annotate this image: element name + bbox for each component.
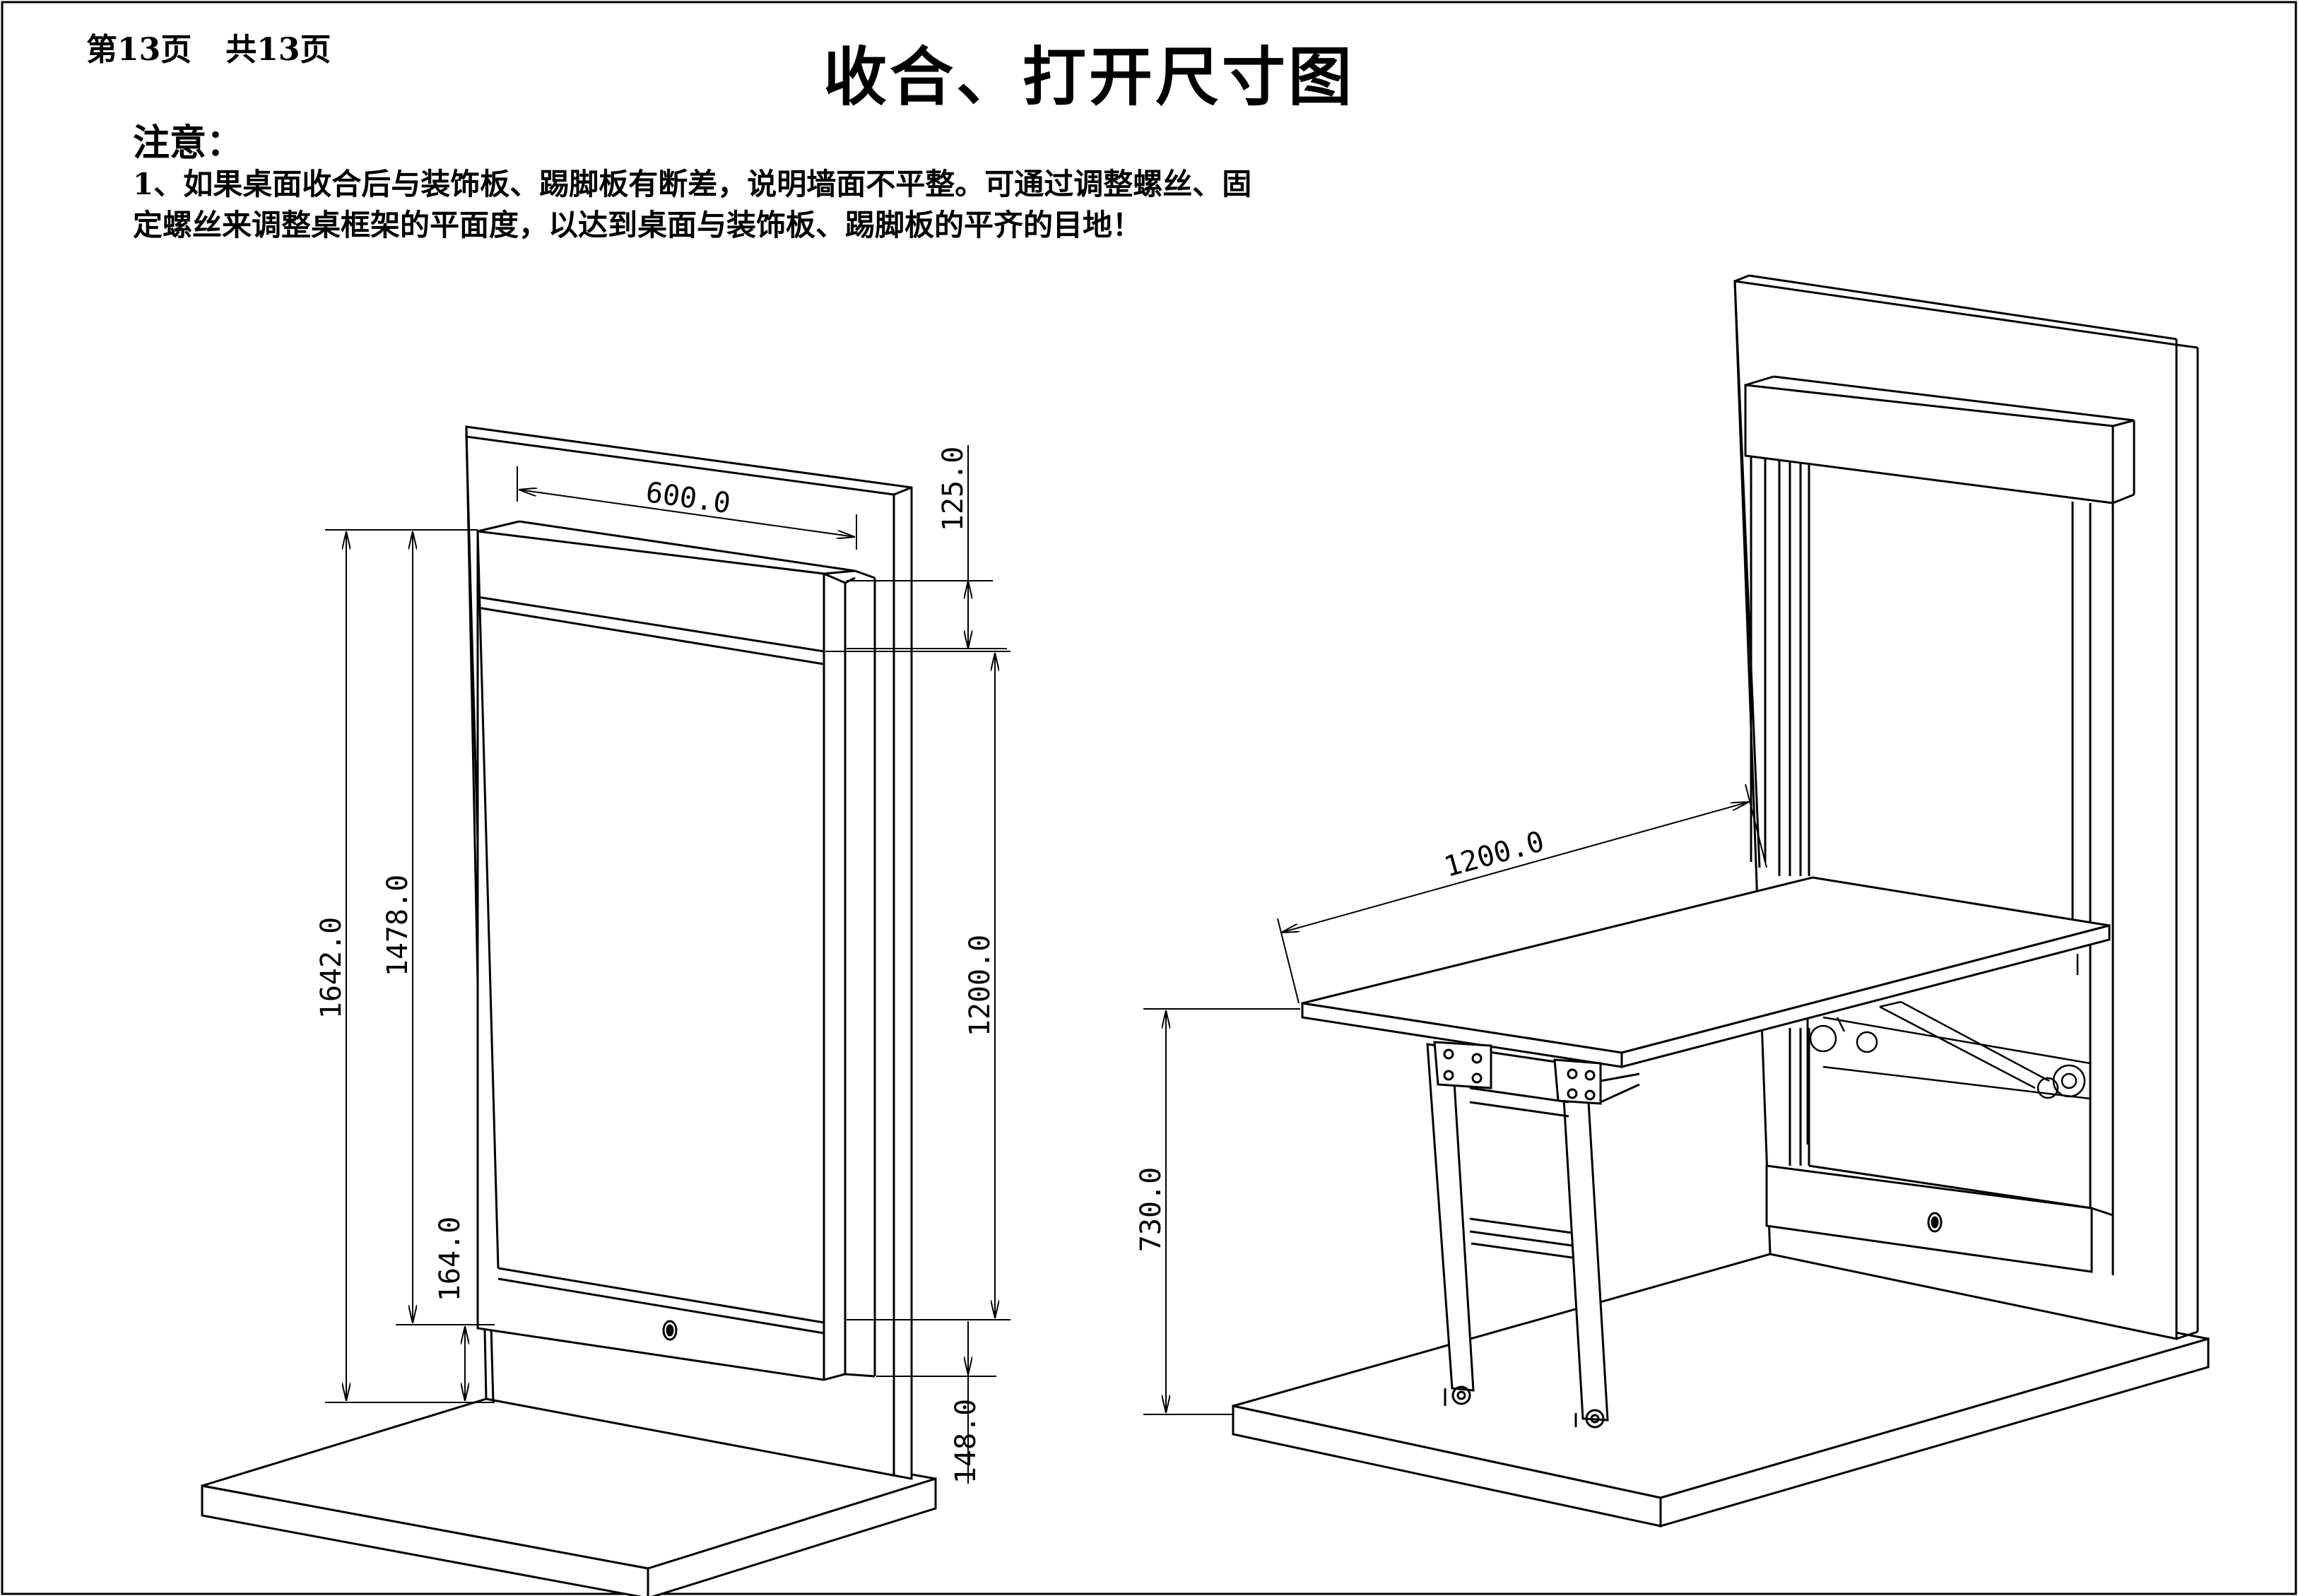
notice-heading: 注意：: [133, 122, 244, 165]
open-table-top: [1301, 876, 2111, 1068]
label-dim-1478: 1478.0: [382, 875, 414, 977]
dim-top-125: [847, 445, 1007, 649]
notice-body: 1、如果桌面收合后与装饰板、踢脚板有断差，说明墙面不平整。可通过调整螺丝、固 定…: [133, 164, 1334, 246]
page-total: 共13页: [225, 32, 331, 68]
closed-cabinet: [476, 520, 876, 1381]
label-dim-1200-open: 1200.0: [1441, 825, 1548, 884]
label-dim-148: 148.0: [950, 1399, 982, 1484]
label-dim-164: 164.0: [434, 1217, 466, 1301]
label-dim-1642: 1642.0: [315, 917, 348, 1019]
dim-width-600: [517, 466, 857, 550]
notice-line-2: 定螺丝来调整桌框架的平面度，以达到桌面与装饰板、踢脚板的平齐的目地！: [133, 208, 1143, 242]
label-dim-125: 125.0: [937, 447, 970, 531]
open-table-legs: [1426, 1041, 1640, 1429]
open-mechanism: [1809, 954, 2091, 1100]
page-indicator: 第13页共13页: [86, 24, 331, 69]
open-cabinet-frame: [1744, 375, 2135, 1275]
dim-depth-1200: [1277, 784, 1767, 1004]
label-dim-1200-closed: 1200.0: [964, 935, 996, 1037]
page-current: 第13页: [86, 32, 192, 68]
open-view: [1143, 274, 2210, 1527]
open-floor-slab: [1232, 1253, 2210, 1527]
dim-height-730: [1143, 1008, 1300, 1415]
dim-length-1200: [825, 651, 1010, 1320]
dim-kick-148: [876, 1321, 996, 1484]
dim-bottom-164: [434, 1324, 495, 1403]
page-title: 收合、打开尺寸图: [823, 40, 1355, 114]
label-dim-730: 730.0: [1135, 1167, 1167, 1252]
closed-view: [201, 425, 1010, 1596]
notice-line-1: 1、如果桌面收合后与装饰板、踢脚板有断差，说明墙面不平整。可通过调整螺丝、固: [133, 167, 1252, 201]
closed-floor-slab: [201, 1397, 937, 1596]
